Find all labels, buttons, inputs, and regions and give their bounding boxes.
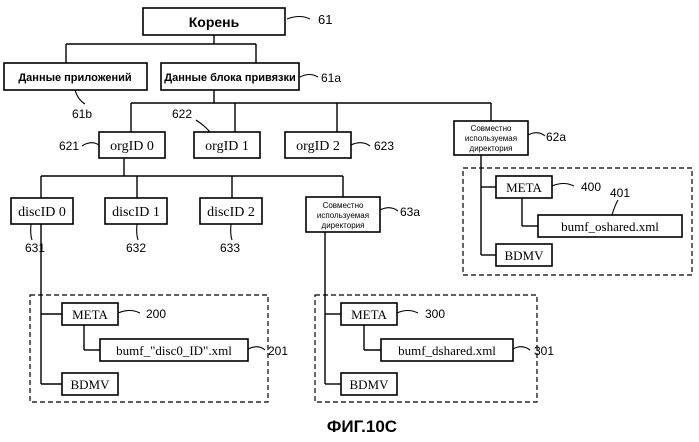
xml-dshared-node: bumf_dshared.xml [381, 339, 513, 361]
xml-disc-label: bumf_"disc0_ID".xml [116, 343, 232, 358]
meta-disc-ref: 200 [146, 307, 166, 321]
bdmv-disc-node: BDMV [62, 373, 118, 395]
shared-top-line3: директория [470, 144, 513, 153]
bdmv-disc-label: BDMV [70, 377, 110, 392]
root-node: Корень [143, 8, 285, 35]
meta-oshared-node: META [496, 176, 552, 198]
disc0-ref: 631 [25, 241, 45, 255]
bdmv-dshared-label: BDMV [349, 377, 389, 392]
binding-data-ref: 61a [321, 71, 341, 85]
meta-dshared-label: META [351, 307, 387, 322]
shared-mid-ref: 63a [400, 205, 420, 219]
app-data-ref: 61b [72, 107, 92, 121]
app-data-node: Данные приложений [4, 63, 147, 90]
xml-oshared-node: bumf_oshared.xml [538, 215, 682, 237]
shared-dir-mid-node: Совместно используемая директория [306, 197, 380, 232]
xml-disc-node: bumf_"disc0_ID".xml [100, 339, 248, 361]
bdmv-oshared-node: BDMV [496, 244, 552, 266]
shared-top-ref: 62a [546, 130, 566, 144]
meta-dshared-ref: 300 [425, 307, 445, 321]
org2-ref: 623 [374, 139, 394, 153]
meta-dshared-node: META [341, 303, 397, 325]
disc1-label: discID 1 [112, 205, 160, 220]
root-label: Корень [189, 14, 240, 30]
binding-data-label: Данные блока привязки [164, 72, 295, 84]
meta-disc-node: META [62, 303, 118, 325]
shared-mid-line3: директория [322, 221, 365, 230]
org-node-1: orgID 1 [194, 132, 260, 158]
disc1-ref: 632 [126, 241, 146, 255]
shared-top-line2: используемая [465, 134, 517, 143]
disc-node-1: discID 1 [105, 198, 167, 224]
meta-oshared-ref: 400 [581, 180, 601, 194]
xml-dshared-ref: 301 [534, 344, 554, 358]
disc2-label: discID 2 [207, 205, 255, 220]
org0-ref: 621 [59, 139, 79, 153]
org1-label: orgID 1 [205, 139, 249, 154]
org0-label: orgID 0 [110, 139, 154, 154]
disc-node-0: discID 0 [11, 198, 73, 224]
org-node-0: orgID 0 [99, 132, 165, 158]
shared-mid-line2: используемая [317, 211, 369, 220]
org-node-2: orgID 2 [285, 132, 351, 158]
app-data-label: Данные приложений [18, 72, 131, 84]
shared-top-line1: Совместно [471, 124, 512, 133]
xml-oshared-label: bumf_oshared.xml [561, 219, 659, 234]
xml-dshared-label: bumf_dshared.xml [398, 343, 496, 358]
meta-disc-label: META [72, 307, 108, 322]
disc-node-2: discID 2 [200, 198, 262, 224]
disc0-label: discID 0 [18, 205, 66, 220]
shared-dir-top-node: Совместно используемая директория [454, 121, 528, 155]
bdmv-oshared-label: BDMV [504, 248, 544, 263]
shared-mid-line1: Совместно [323, 201, 364, 210]
xml-oshared-ref: 401 [610, 186, 630, 200]
binding-data-node: Данные блока привязки [161, 63, 299, 90]
meta-oshared-label: META [506, 180, 542, 195]
root-ref: 61 [318, 12, 332, 27]
xml-disc-ref: 201 [268, 344, 288, 358]
bdmv-dshared-node: BDMV [341, 373, 397, 395]
disc2-ref: 633 [220, 241, 240, 255]
org1-ref: 622 [172, 107, 192, 121]
figure-caption: ФИГ.10С [327, 417, 397, 436]
org2-label: orgID 2 [296, 139, 340, 154]
